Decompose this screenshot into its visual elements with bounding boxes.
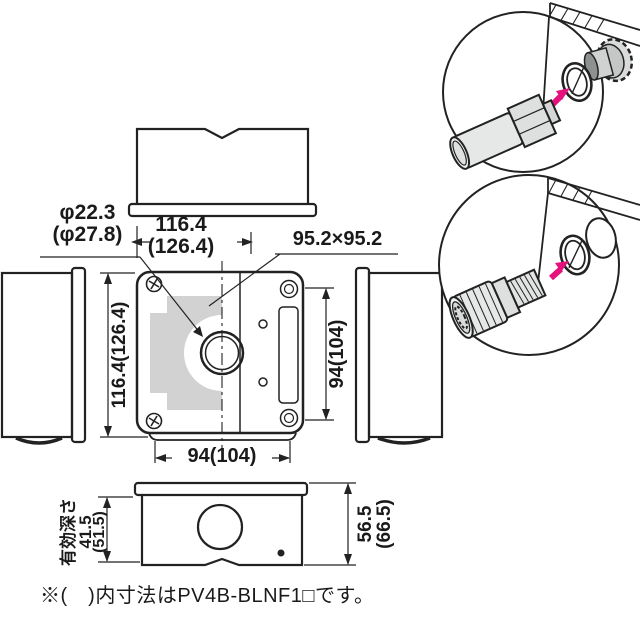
insert-arrow-bottom-icon <box>548 261 569 281</box>
right-side-view <box>354 266 444 445</box>
detail-circle-top <box>442 2 640 173</box>
knockout-diameter-value: φ22.3 <box>59 201 116 224</box>
pf-connector-icon <box>449 93 562 170</box>
effective-depth-alt-value: (51.5) <box>91 511 108 553</box>
drain-hole <box>277 549 285 557</box>
overall-width-dimension: 116.4 (126.4) <box>131 213 231 259</box>
box-depth-value: 56.5 <box>355 505 376 543</box>
knockout-hole <box>199 330 245 376</box>
overall-width-alt-value: (126.4) <box>147 235 215 259</box>
knockout-diameter-label: φ22.3 (φ27.8) <box>40 201 135 247</box>
detail-circle-bottom <box>438 174 640 356</box>
left-side-view <box>0 266 87 445</box>
grommet-ring-top <box>561 61 593 103</box>
box-wall-top-detail <box>542 2 640 113</box>
body-height-dimension: 94(104) <box>326 319 348 389</box>
body-width-dimension: 94(104) <box>187 445 257 467</box>
effective-depth-label: 有効深さ <box>59 498 78 566</box>
wall-hole <box>585 217 617 259</box>
overall-width-value: 116.4 <box>155 213 207 236</box>
dimension-lines <box>40 226 398 566</box>
knockout-diameter-alt-value: (φ27.8) <box>52 223 123 247</box>
knockout-leader <box>40 256 203 337</box>
cover-screw-icon <box>145 275 163 430</box>
mounted-connector-icon <box>583 38 634 83</box>
bottom-view <box>133 481 309 567</box>
box-wall-bottom-detail <box>537 177 640 284</box>
overall-height-dimension: 116.4(126.4) <box>109 301 130 409</box>
footnote: ※( )内寸法はPV4B-BLNF1□です。 <box>40 585 375 607</box>
grommet-ring-bottom <box>559 234 591 276</box>
top-view <box>127 127 318 218</box>
panel-leader <box>208 253 398 307</box>
body-interior-half <box>239 273 299 432</box>
front-view <box>135 261 305 450</box>
cover-panel-size-label: 95.2×95.2 <box>292 228 383 250</box>
box-depth-alt-value: (66.5) <box>374 499 395 549</box>
cd-connector-icon <box>448 268 547 339</box>
